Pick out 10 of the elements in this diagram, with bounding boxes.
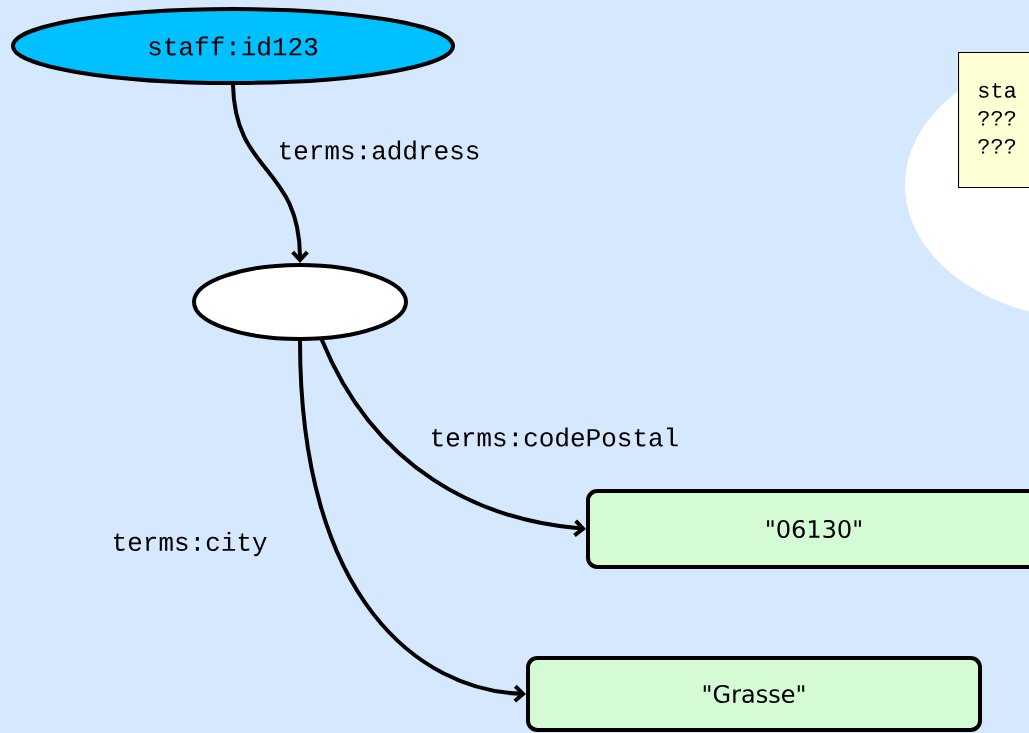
literal-box: "06130" [586,489,1029,569]
edge-label: terms:city [110,530,269,558]
blank-node-ellipse [192,263,408,341]
edge-label: terms:codePostal [428,426,681,448]
arrow [298,339,526,703]
edge-label: terms:address [276,139,482,161]
code-tooltip: sta ??? ??? [958,51,1029,189]
arrow [231,83,309,263]
literal-box: "Grasse" [526,656,982,732]
arrow [320,338,586,537]
